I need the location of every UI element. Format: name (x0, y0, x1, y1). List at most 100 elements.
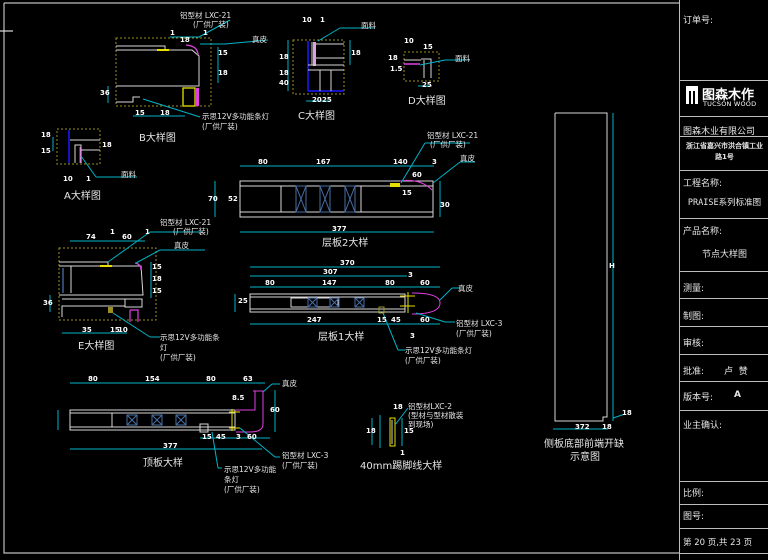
layer1-note-profile: 铝型材 LXC-3 (456, 319, 503, 328)
detail-c (287, 27, 375, 102)
layer1-dim: 370 (340, 259, 355, 267)
e-note-light: 示思12V多功能条 (160, 333, 220, 342)
top-note-light-sub: (厂供厂装) (224, 485, 260, 494)
tb-divider (680, 528, 768, 529)
b-note-light-sub: (厂供厂装) (202, 122, 238, 131)
c-dim: 18 (351, 49, 361, 57)
side-dim-height: H (609, 262, 615, 270)
skirting-dim: 18 (366, 427, 376, 435)
top-note-light-2: 条灯 (224, 475, 239, 484)
skirting-note-profile-3: 到现场) (408, 420, 434, 429)
b-dim: 15 (218, 49, 228, 57)
product-value: 节点大样图 (701, 250, 747, 260)
tb-divider (680, 553, 768, 554)
company-address: 浙江省嘉兴市洪合镇工业路1号 (686, 142, 763, 161)
c-dim: 40 (279, 79, 289, 87)
skirting-dim: 1 (400, 449, 405, 457)
detail-e (49, 231, 205, 338)
layer1-dim: 147 (322, 279, 337, 287)
b-note-light: 示思12V多功能条灯 (202, 112, 270, 121)
top-dim: 3 (236, 433, 241, 441)
tb-divider (680, 271, 768, 272)
layer2-dim: 15 (402, 189, 412, 197)
e-note-light-2: 灯 (160, 343, 168, 352)
tb-divider (680, 170, 768, 171)
company-logo: 图森木作 TUCSON WOOD (686, 84, 766, 110)
top-caption: 顶板大样 (143, 458, 183, 469)
top-dim: 60 (270, 406, 280, 414)
c-dim: 1 (320, 16, 325, 24)
e-note-profile: 铝型材 LXC-21 (160, 218, 212, 227)
a-dim: 15 (41, 147, 51, 155)
scale-label: 比例: (683, 489, 705, 499)
detail-side-panel (553, 112, 626, 430)
layer1-dim: 3 (408, 271, 413, 279)
tb-divider (680, 410, 768, 411)
d-dim: 25 (422, 81, 432, 89)
e-dim: 60 (122, 233, 132, 241)
e-caption: E大样图 (78, 341, 115, 352)
project-label: 工程名称: (683, 179, 723, 189)
side-dim-width: 372 (575, 423, 590, 431)
top-dim: 80 (206, 375, 216, 383)
e-dim: 10 (118, 326, 128, 334)
e-dim: 15 (152, 287, 162, 295)
top-dim: 45 (216, 433, 226, 441)
detail-d (403, 51, 470, 87)
b-dim: 15 (135, 109, 145, 117)
layer2-note-profile: 铝型材 LXC-21 (427, 131, 479, 140)
page-info: 第 20 页,共 23 页 (683, 538, 753, 548)
skirting-dim: 18 (393, 403, 403, 411)
layer2-dim: 140 (393, 158, 408, 166)
d-dim: 18 (388, 54, 398, 62)
e-note-veneer: 真皮 (174, 241, 189, 250)
layer1-note-light: 示思12V多功能条灯 (405, 346, 473, 355)
layer1-dim: 45 (391, 316, 401, 324)
product-label: 产品名称: (683, 227, 723, 237)
layer2-dim: 60 (412, 171, 422, 179)
b-dim: 1 (203, 29, 208, 37)
tb-divider (680, 116, 768, 117)
b-dim: 18 (218, 69, 228, 77)
layer1-dim: 60 (420, 316, 430, 324)
c-dim: 18 (279, 69, 289, 77)
approve-value: 卢 赞 (724, 367, 748, 377)
a-dim: 1 (86, 175, 91, 183)
drawing-frame (0, 2, 679, 554)
detail-top (57, 382, 280, 469)
e-dim: 1 (110, 228, 115, 236)
d-dim: 15 (423, 43, 433, 51)
top-note-profile: 铝型材 LXC-3 (282, 451, 329, 460)
c-dim: 20 (312, 96, 322, 104)
side-dim-notch: 18 (602, 423, 612, 431)
layer1-note-light-sub: (厂供厂装) (405, 356, 441, 365)
tb-divider (680, 136, 768, 137)
logo-cn: 图森木作 (702, 88, 755, 103)
layer1-dim: 247 (307, 316, 322, 324)
title-block: 订单号: 图森木作 TUCSON WOOD 图森木业有限公司 浙江省嘉兴市洪合镇… (679, 0, 768, 560)
c-caption: C大样图 (298, 111, 335, 122)
tb-divider (680, 354, 768, 355)
tb-divider (680, 381, 768, 382)
layer1-dim: 80 (385, 279, 395, 287)
layer1-note-veneer: 真皮 (458, 284, 473, 293)
tb-divider (680, 218, 768, 219)
c-dim: 18 (279, 53, 289, 61)
layer2-dim: 70 (208, 195, 218, 203)
approve-label: 批准: (683, 367, 705, 377)
top-dim-total: 377 (163, 442, 178, 450)
detail-a (52, 128, 137, 178)
tb-divider (680, 80, 768, 81)
layer1-dim: 60 (420, 279, 430, 287)
a-dim: 10 (63, 175, 73, 183)
version-value: A (734, 390, 741, 400)
layer1-dim: 25 (238, 297, 248, 305)
d-note-panel: 面料 (455, 54, 470, 63)
layer2-dim: 80 (258, 158, 268, 166)
detail-skirting (371, 407, 409, 448)
top-dim: 63 (243, 375, 253, 383)
e-dim: 1 (145, 228, 150, 236)
e-dim: 15 (110, 326, 120, 334)
layer2-caption: 层板2大样 (322, 238, 369, 249)
c-note-panel: 面料 (361, 21, 376, 30)
